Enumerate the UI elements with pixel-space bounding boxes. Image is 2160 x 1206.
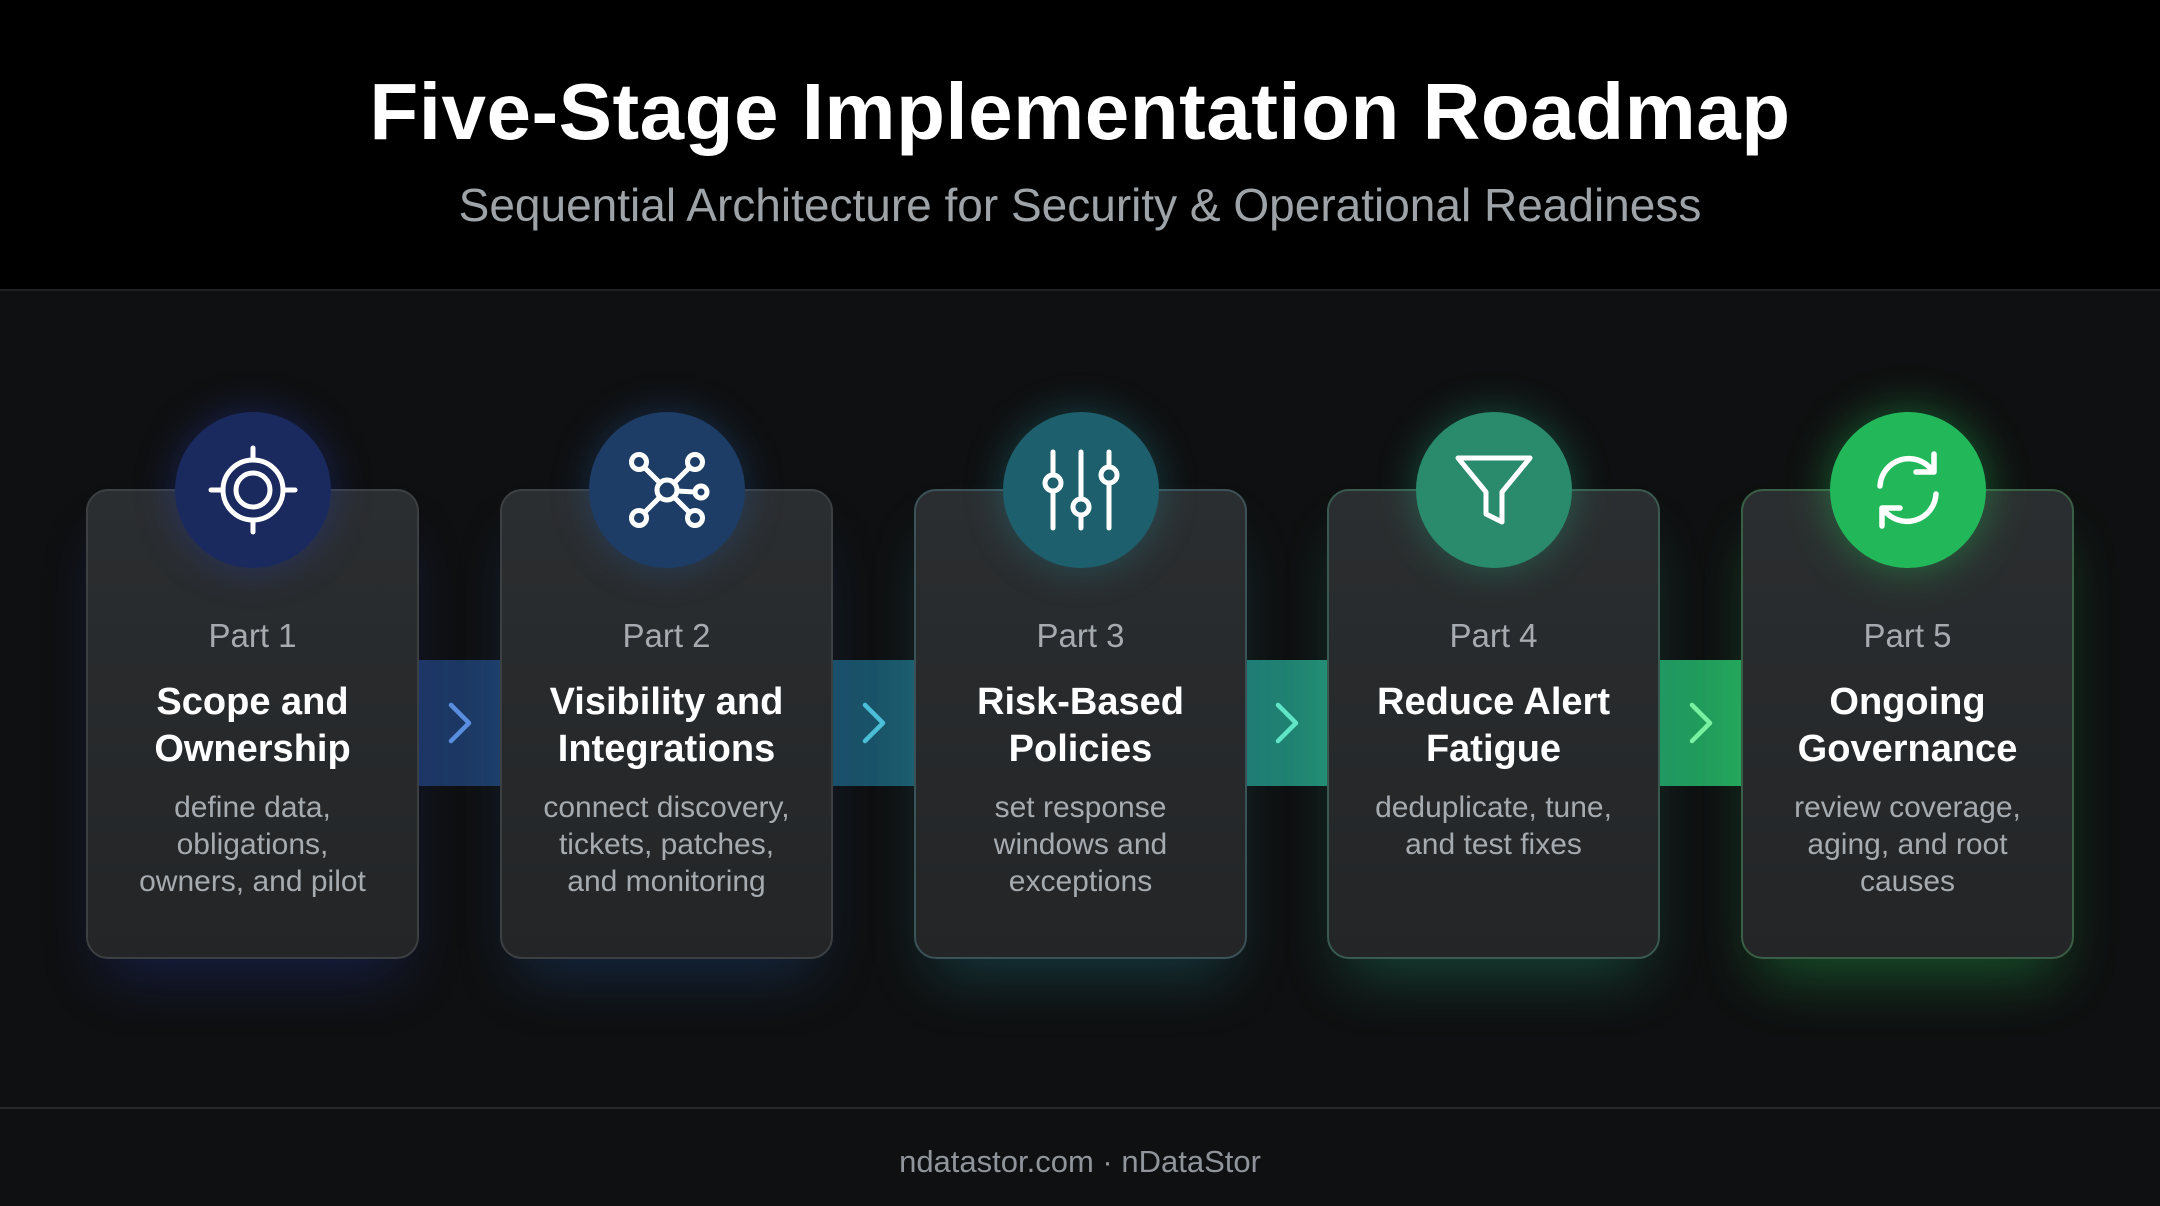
stage-icon-badge-1 (175, 412, 331, 568)
stage-part-label: Part 1 (208, 617, 297, 654)
stage-title: Risk-Based Policies (916, 679, 1245, 773)
stage-title-line: Risk-Based (977, 681, 1184, 723)
chevron-right-icon (448, 702, 472, 744)
stage-description-line: review coverage, (1794, 791, 2021, 824)
stage-description-line: aging, and root (1807, 828, 2008, 861)
stage-title-line: Integrations (557, 728, 776, 770)
stage-title-line: Policies (1008, 728, 1153, 770)
stage-title-line: Ongoing (1829, 681, 1986, 723)
stage-description-line: tickets, patches, (558, 828, 775, 861)
stage-description-line: define data, (174, 791, 331, 824)
chevron-right-icon (1275, 702, 1299, 744)
stage-title: Ongoing Governance (1743, 679, 2072, 773)
stage-description-line: set response (994, 791, 1167, 824)
chevron-right-icon (1689, 702, 1713, 744)
stage-description-line: owners, and pilot (139, 865, 366, 898)
stage-title-line: Reduce Alert (1377, 681, 1610, 723)
target-icon (208, 445, 298, 535)
connector-2-3 (833, 660, 914, 786)
stage-title-line: Governance (1797, 728, 2018, 770)
header: Five-Stage Implementation Roadmap Sequen… (0, 0, 2160, 291)
stage-description: connect discovery, tickets, patches, and… (512, 789, 821, 900)
stage-part-label: Part 3 (1036, 617, 1125, 654)
stage-part-label: Part 5 (1863, 617, 1952, 654)
stage-description: review coverage, aging, and root causes (1753, 789, 2062, 900)
stage-card-1: Part 1 Scope and Ownership define data, … (86, 489, 419, 959)
stage-description-line: connect discovery, (543, 791, 790, 824)
network-nodes-icon (629, 452, 710, 528)
chevron-right-icon (862, 702, 886, 744)
stage-title: Visibility and Integrations (502, 679, 831, 773)
page-subtitle: Sequential Architecture for Security & O… (458, 179, 1702, 231)
stage-icon-badge-3 (1003, 412, 1159, 568)
stage-description-line: exceptions (1008, 865, 1153, 898)
footer (0, 1109, 2160, 1206)
sliders-icon (1042, 449, 1120, 531)
refresh-cycle-icon (1877, 451, 1939, 529)
stage-icon-badge-2 (589, 412, 745, 568)
stage-card-2: Part 2 Visibility and Integrations conne… (500, 489, 833, 959)
stage-title: Scope and Ownership (88, 679, 417, 773)
stage-title-line: Visibility and (549, 681, 784, 723)
stage-part-label: Part 4 (1449, 617, 1538, 654)
filter-funnel-icon (1455, 455, 1533, 525)
stage-title-line: Scope and (156, 681, 349, 723)
connector-4-5 (1660, 660, 1741, 786)
stage-icon-badge-4 (1416, 412, 1572, 568)
stage-description: define data, obligations, owners, and pi… (98, 789, 407, 900)
stage-description-line: and monitoring (567, 865, 766, 898)
stage-description-line: obligations, (176, 828, 329, 861)
stage-part-label: Part 2 (622, 617, 711, 654)
connector-1-2 (419, 660, 500, 786)
stage-title-line: Ownership (154, 728, 351, 770)
stage-icon-badge-5 (1830, 412, 1986, 568)
stage-description: deduplicate, tune, and test fixes (1339, 789, 1648, 863)
stage-card-5: Part 5 Ongoing Governance review coverag… (1741, 489, 2074, 959)
stage-description-line: causes (1859, 865, 1956, 898)
footer-credit: ndatastor.com · nDataStor (899, 1144, 1261, 1179)
page-title: Five-Stage Implementation Roadmap (369, 67, 1791, 156)
stage-description-line: windows and (993, 828, 1168, 861)
stage-description-line: deduplicate, tune, (1375, 791, 1612, 824)
stage-title: Reduce Alert Fatigue (1329, 679, 1658, 773)
connector-3-4 (1246, 660, 1327, 786)
stage-title-line: Fatigue (1425, 728, 1562, 770)
stage-description: set response windows and exceptions (926, 789, 1235, 900)
stage-description-line: and test fixes (1405, 828, 1582, 861)
